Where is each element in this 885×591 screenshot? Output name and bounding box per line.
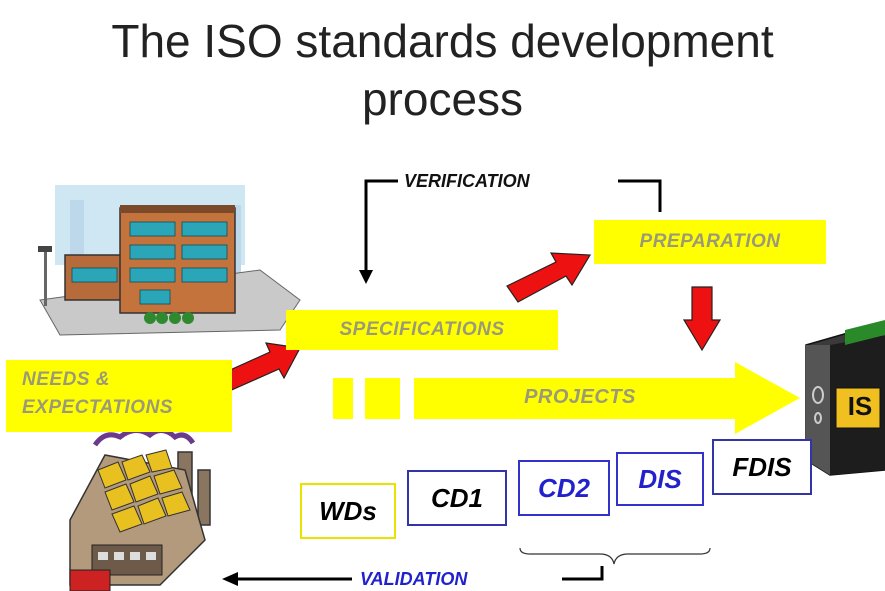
projects-label: PROJECTS — [524, 386, 636, 408]
title-line-1: The ISO standards development — [111, 15, 774, 67]
projects-arrow — [333, 362, 800, 434]
preparation-label: PREPARATION — [639, 231, 781, 252]
stage-cd1-label: CD1 — [430, 482, 483, 513]
stage-wds: WDs — [300, 483, 396, 539]
verification-arrowhead — [359, 270, 373, 284]
stage-fdis: FDIS — [712, 439, 812, 495]
book-is-label: IS — [847, 391, 873, 421]
verification-label: VERIFICATION — [404, 171, 530, 191]
validation-loop — [236, 566, 604, 581]
stage-cd2: CD2 — [518, 460, 610, 516]
specifications-box: SPECIFICATIONS — [286, 310, 558, 350]
stage-dis-label: DIS — [638, 463, 682, 494]
needs-label-line-1: NEEDS & — [22, 369, 110, 390]
stage-cd2-label: CD2 — [537, 472, 590, 503]
stage-cd1: CD1 — [407, 470, 507, 526]
validation-arrowhead — [222, 572, 238, 586]
factory-icon — [69, 428, 211, 591]
needs-expectations-box: NEEDS & EXPECTATIONS — [6, 360, 232, 432]
prep-to-projects-arrow — [682, 286, 722, 352]
verification-loop — [364, 179, 662, 272]
stage-fdis-label: FDIS — [732, 451, 792, 482]
stage-dis: DIS — [616, 452, 704, 506]
stage-wds-label: WDs — [319, 495, 377, 526]
specifications-label: SPECIFICATIONS — [339, 319, 505, 340]
standard-book-icon — [805, 320, 885, 476]
preparation-box: PREPARATION — [594, 220, 826, 264]
title-line-2: process — [361, 73, 524, 125]
spec-to-prep-arrow — [506, 252, 592, 303]
bracket — [519, 547, 711, 565]
needs-label-line-2: EXPECTATIONS — [22, 397, 173, 418]
office-building-icon — [38, 185, 301, 336]
validation-label: VALIDATION — [360, 569, 468, 589]
